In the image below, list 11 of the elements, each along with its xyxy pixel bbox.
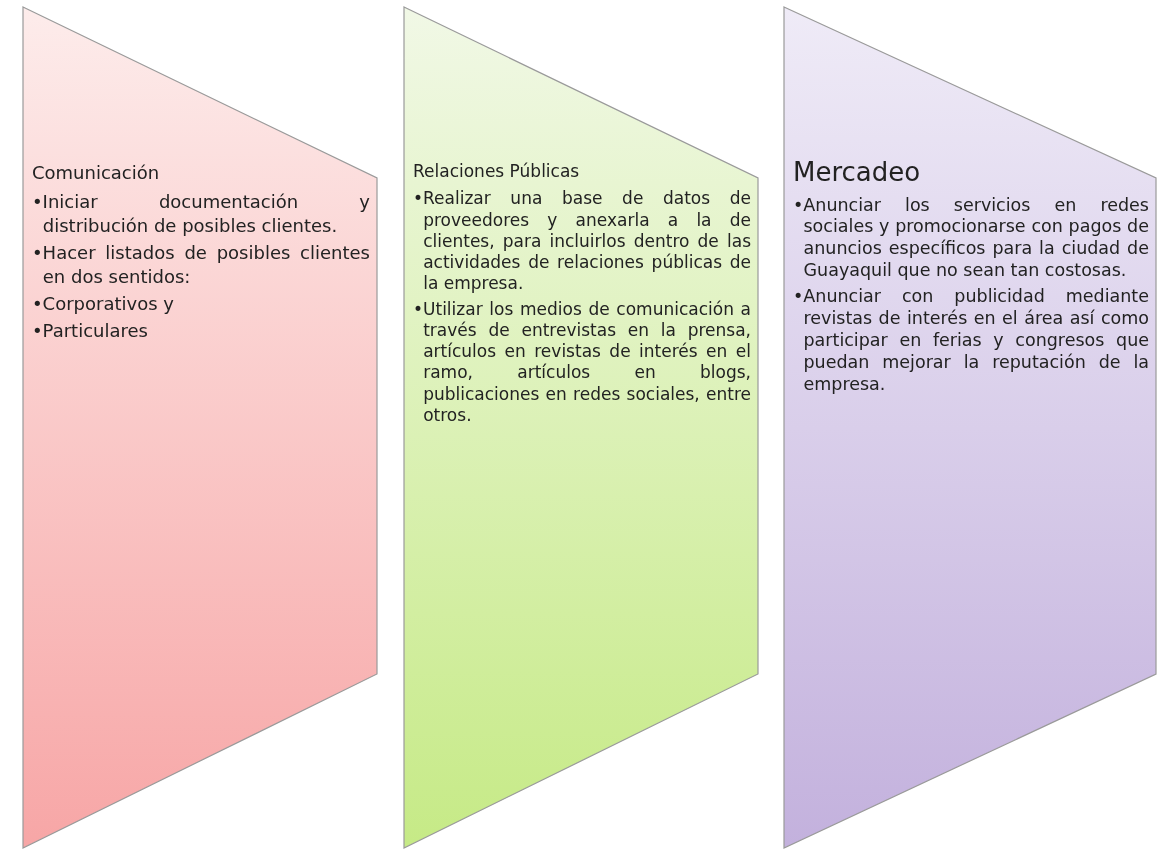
bullet-item: •Iniciar documentación y distribución de posibles clientes. — [32, 190, 370, 238]
panel-heading: Relaciones Públicas — [413, 161, 581, 183]
bullet-item: •Corporativos y — [32, 291, 175, 316]
bullet-item: •Utilizar los medios de comunicación a través de entrevistas en la prensa, artículos en revistas de interés en el ramo, artículos en blogs, publicaciones en redes sociales, entre otros. — [413, 298, 751, 426]
bullet-item: •Anunciar los servicios en redes sociales y promocionarse con pagos de anuncios específicos para la ciudad de Guayaquil que no sean tan costosas. — [793, 194, 1149, 282]
bullet-item: •Hacer listados de posibles clientes en dos sentidos: — [32, 241, 370, 288]
panel-heading: Comunicación — [32, 161, 161, 185]
bullet-item: •Realizar una base de datos de proveedores y anexarla a la de clientes, para incluirlos dentro de las actividades de relaciones públicas de la empresa. — [413, 188, 751, 295]
bullet-item: •Particulares — [32, 319, 149, 343]
panel-heading: Mercadeo — [793, 156, 922, 189]
bullet-item: •Anunciar con publicidad mediante revistas de interés en el área así como participar en ferias y congresos que puedan mejorar la reputación de la empresa. — [793, 286, 1149, 396]
